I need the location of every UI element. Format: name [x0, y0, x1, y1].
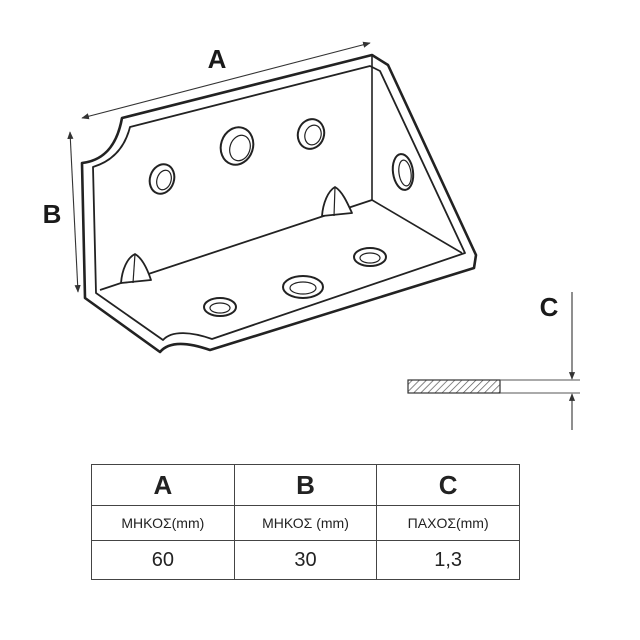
hole-back-left [148, 163, 176, 195]
hole-base-right [353, 247, 387, 267]
angle-bracket [80, 53, 478, 354]
hole-side [391, 153, 415, 191]
header-c: C [376, 464, 520, 506]
thickness-section [407, 379, 501, 394]
hole-base-center [282, 275, 324, 299]
table-header-row: A B C [91, 464, 520, 506]
back-plate-holes [148, 118, 415, 195]
dimension-b-label: B [43, 199, 62, 229]
rib-left [120, 253, 152, 284]
stiffening-ribs [120, 186, 353, 284]
hole-back-right [296, 118, 326, 150]
dimension-a: A [81, 41, 371, 120]
table-value-row: 60 30 1,3 [91, 540, 520, 580]
base-side-edge [371, 199, 463, 254]
dimension-a-label: A [208, 44, 227, 74]
bracket-outer-edge [80, 53, 478, 354]
subheader-a: ΜΗΚΟΣ(mm) [91, 505, 235, 541]
base-holes [203, 247, 387, 317]
hole-back-center [219, 126, 255, 166]
dimension-c-label: C [540, 292, 559, 322]
subheader-c: ΠΑΧΟΣ(mm) [376, 505, 520, 541]
dimension-b: B [43, 131, 81, 293]
thickness-detail: C [407, 292, 580, 430]
bracket-inner-edge [92, 65, 466, 341]
value-c: 1,3 [376, 540, 520, 580]
subheader-b: ΜΗΚΟΣ (mm) [233, 505, 378, 541]
header-b: B [233, 464, 378, 506]
spec-table: A B C ΜΗΚΟΣ(mm) ΜΗΚΟΣ (mm) ΠΑΧΟΣ(mm) 60 … [91, 464, 520, 580]
hole-base-left [203, 297, 237, 317]
table-unit-row: ΜΗΚΟΣ(mm) ΜΗΚΟΣ (mm) ΠΑΧΟΣ(mm) [91, 505, 520, 541]
value-b: 30 [233, 540, 378, 580]
header-a: A [91, 464, 235, 506]
value-a: 60 [91, 540, 235, 580]
rib-right [321, 186, 353, 217]
